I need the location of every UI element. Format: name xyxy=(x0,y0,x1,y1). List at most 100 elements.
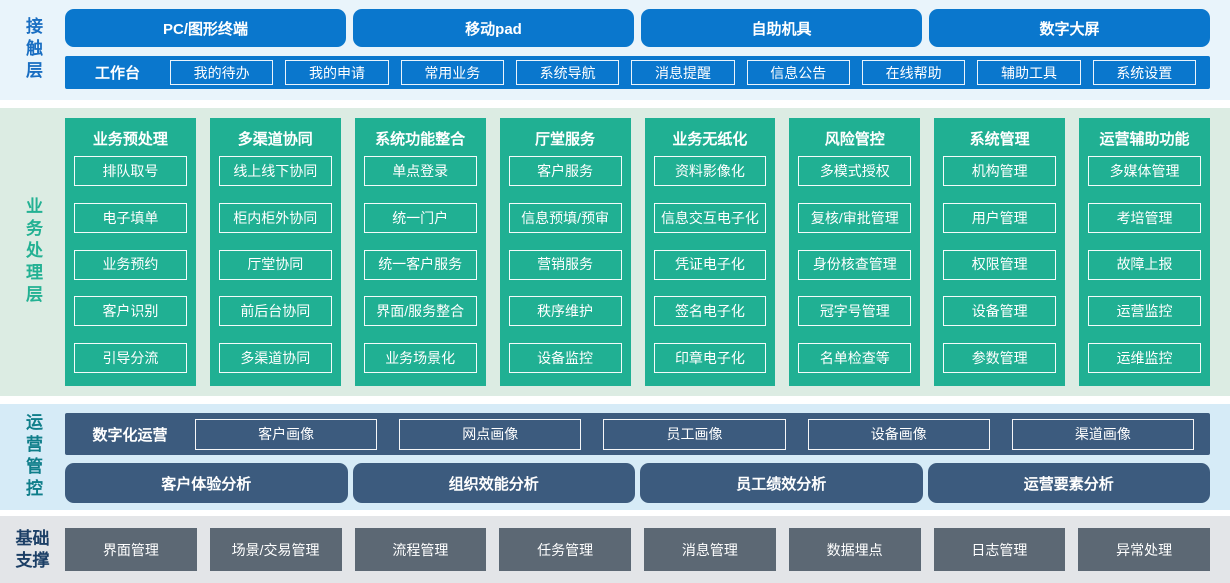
business-item: 柜内柜外协同 xyxy=(218,202,332,233)
business-item: 排队取号 xyxy=(74,156,187,186)
workbench-item: 信息公告 xyxy=(746,60,850,85)
portrait-item: 客户画像 xyxy=(195,418,378,450)
foundation-item: 界面管理 xyxy=(65,528,197,571)
analysis-box: 员工绩效分析 xyxy=(640,463,923,503)
business-column-title: 业务无纸化 xyxy=(672,131,748,148)
business-column-items: 资料影像化信息交互电子化凭证电子化签名电子化印章电子化 xyxy=(653,156,767,373)
analysis-box: 运营要素分析 xyxy=(927,463,1210,503)
business-item: 界面/服务整合 xyxy=(363,296,477,327)
digital-operations-label: 数字化运营 xyxy=(92,426,168,444)
business-item: 参数管理 xyxy=(943,343,1057,373)
business-item: 线上线下协同 xyxy=(218,156,332,186)
business-item: 凭证电子化 xyxy=(653,249,767,280)
foundation-item: 异常处理 xyxy=(1078,528,1210,571)
business-column-title: 运营辅助功能 xyxy=(1099,131,1190,148)
business-item: 多渠道协同 xyxy=(218,343,332,373)
workbench-label: 工作台 xyxy=(94,65,140,82)
business-column-title: 风险管控 xyxy=(824,131,885,148)
business-item: 考培管理 xyxy=(1088,202,1201,233)
foundation-layer-body: 界面管理场景/交易管理流程管理任务管理消息管理数据埋点日志管理异常处理 xyxy=(65,516,1230,583)
portrait-item: 网点画像 xyxy=(399,418,582,450)
workbench-item: 我的待办 xyxy=(170,60,274,85)
business-item: 多媒体管理 xyxy=(1088,156,1201,186)
business-item: 用户管理 xyxy=(943,202,1057,233)
business-item: 运营监控 xyxy=(1088,296,1201,327)
workbench-items: 我的待办我的申请常用业务系统导航消息提醒信息公告在线帮助辅助工具系统设置 xyxy=(170,60,1196,85)
business-column: 多渠道协同 线上线下协同柜内柜外协同厅堂协同前后台协同多渠道协同 xyxy=(209,118,341,386)
workbench-item: 消息提醒 xyxy=(631,60,735,85)
business-item: 信息交互电子化 xyxy=(653,202,767,233)
business-item: 故障上报 xyxy=(1088,249,1201,280)
analysis-row: 客户体验分析组织效能分析员工绩效分析运营要素分析 xyxy=(65,463,1210,503)
workbench-item: 我的申请 xyxy=(285,60,389,85)
foundation-item: 日志管理 xyxy=(933,528,1066,571)
business-column-items: 机构管理用户管理权限管理设备管理参数管理 xyxy=(943,156,1057,373)
workbench-item: 辅助工具 xyxy=(977,60,1081,85)
channel-box: 移动pad xyxy=(353,9,634,47)
workbench-item: 常用业务 xyxy=(400,60,504,85)
business-layer-label: 业务处理层 xyxy=(23,197,42,307)
business-item: 厅堂协同 xyxy=(218,249,332,280)
business-item: 营销服务 xyxy=(508,249,622,280)
contact-layer-rail: 接触层 xyxy=(0,0,65,100)
operations-layer-body: 数字化运营 客户画像网点画像员工画像设备画像渠道画像 客户体验分析组织效能分析员… xyxy=(65,404,1230,510)
workbench-bar: 工作台 我的待办我的申请常用业务系统导航消息提醒信息公告在线帮助辅助工具系统设置 xyxy=(65,56,1210,89)
business-column: 业务无纸化 资料影像化信息交互电子化凭证电子化签名电子化印章电子化 xyxy=(644,118,776,386)
foundation-item: 消息管理 xyxy=(644,528,776,571)
portrait-item: 渠道画像 xyxy=(1011,418,1195,450)
business-column-items: 多模式授权复核/审批管理身份核查管理冠字号管理名单检查等 xyxy=(798,156,912,373)
business-item: 身份核查管理 xyxy=(798,249,912,280)
workbench-item: 系统设置 xyxy=(1092,60,1196,85)
business-column-title: 系统功能整合 xyxy=(375,131,466,148)
business-item: 签名电子化 xyxy=(653,296,767,327)
business-item: 多模式授权 xyxy=(798,156,912,186)
business-column-title: 多渠道协同 xyxy=(237,131,313,148)
business-item: 运维监控 xyxy=(1088,343,1201,373)
channel-box: PC/图形终端 xyxy=(65,9,346,47)
business-column: 厅堂服务 客户服务信息预填/预审营销服务秩序维护设备监控 xyxy=(499,118,631,386)
foundation-layer-label: 基础支撑 xyxy=(15,529,50,570)
foundation-item: 流程管理 xyxy=(354,528,487,571)
business-item: 单点登录 xyxy=(363,156,477,186)
business-columns: 业务预处理 排队取号电子填单业务预约客户识别引导分流 多渠道协同 线上线下协同柜… xyxy=(65,118,1210,386)
foundation-item: 场景/交易管理 xyxy=(209,528,342,571)
portrait-item: 设备画像 xyxy=(807,418,990,450)
business-column: 系统功能整合 单点登录统一门户统一客户服务界面/服务整合业务场景化 xyxy=(354,118,486,386)
business-item: 资料影像化 xyxy=(653,156,767,186)
foundation-item: 数据埋点 xyxy=(788,528,921,571)
business-column-items: 排队取号电子填单业务预约客户识别引导分流 xyxy=(74,156,187,373)
business-item: 设备管理 xyxy=(943,296,1057,327)
channel-box: 数字大屏 xyxy=(929,9,1210,47)
business-column: 运营辅助功能 多媒体管理考培管理故障上报运营监控运维监控 xyxy=(1079,118,1210,386)
workbench-item: 在线帮助 xyxy=(861,60,966,85)
business-column: 风险管控 多模式授权复核/审批管理身份核查管理冠字号管理名单检查等 xyxy=(789,118,921,386)
business-column-items: 线上线下协同柜内柜外协同厅堂协同前后台协同多渠道协同 xyxy=(218,156,332,373)
business-layer-body: 业务预处理 排队取号电子填单业务预约客户识别引导分流 多渠道协同 线上线下协同柜… xyxy=(65,108,1230,396)
business-item: 秩序维护 xyxy=(508,296,622,327)
business-item: 统一客户服务 xyxy=(363,249,477,280)
business-item: 客户服务 xyxy=(508,156,622,186)
workbench-item: 系统导航 xyxy=(515,60,620,85)
business-item: 业务预约 xyxy=(74,249,187,280)
business-item: 业务场景化 xyxy=(363,343,477,373)
business-item: 印章电子化 xyxy=(653,343,767,373)
digital-operations-items: 客户画像网点画像员工画像设备画像渠道画像 xyxy=(195,418,1195,450)
digital-operations-bar: 数字化运营 客户画像网点画像员工画像设备画像渠道画像 xyxy=(65,413,1210,455)
business-item: 冠字号管理 xyxy=(798,296,912,327)
foundation-items: 界面管理场景/交易管理流程管理任务管理消息管理数据埋点日志管理异常处理 xyxy=(65,528,1210,571)
portrait-item: 员工画像 xyxy=(603,418,786,450)
business-column: 业务预处理 排队取号电子填单业务预约客户识别引导分流 xyxy=(65,118,196,386)
business-layer-band: 业务处理层 业务预处理 排队取号电子填单业务预约客户识别引导分流 多渠道协同 线… xyxy=(0,108,1230,396)
business-item: 名单检查等 xyxy=(798,343,912,373)
analysis-box: 组织效能分析 xyxy=(352,463,635,503)
business-column-title: 业务预处理 xyxy=(92,131,168,148)
business-item: 前后台协同 xyxy=(218,296,332,327)
operations-layer-band: 运营管控 数字化运营 客户画像网点画像员工画像设备画像渠道画像 客户体验分析组织… xyxy=(0,404,1230,510)
operations-layer-label: 运营管控 xyxy=(23,413,42,501)
business-item: 电子填单 xyxy=(74,202,187,233)
channel-box: 自助机具 xyxy=(641,9,922,47)
